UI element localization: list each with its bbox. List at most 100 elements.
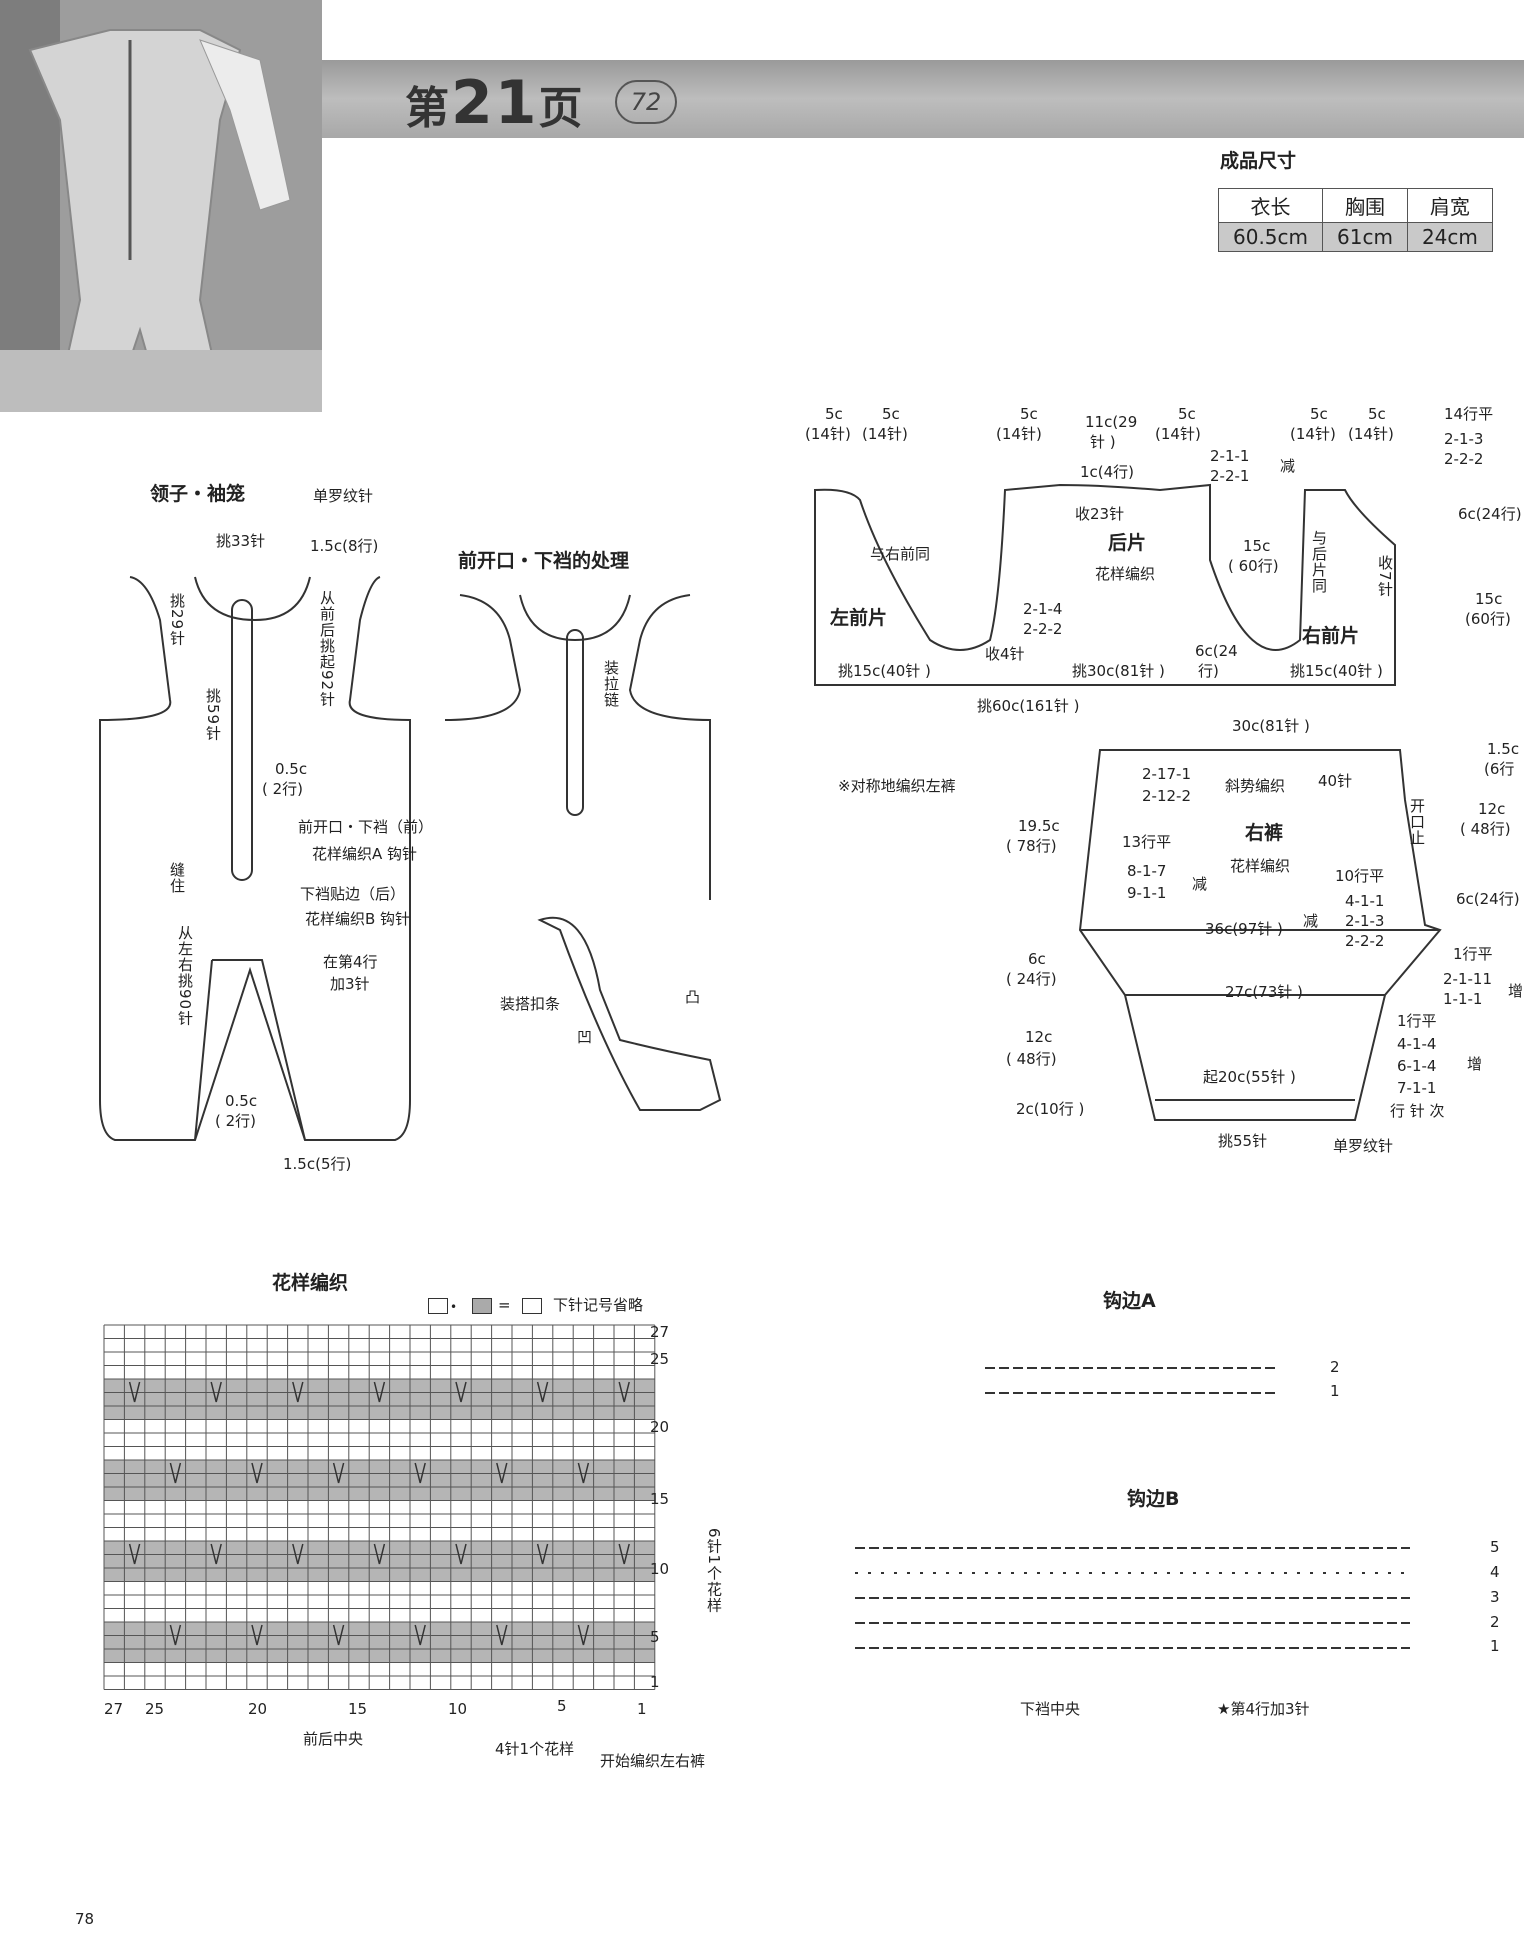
dim-top-8: 针 ) [1090, 433, 1116, 451]
zipper-section-title: 前开口・下裆的处理 [458, 550, 630, 572]
dim-top-7: 11c(29 [1085, 413, 1138, 431]
slip-stitch-symbol [414, 1624, 426, 1646]
chart-row-5: 5 [650, 1628, 660, 1646]
label-zipper: 装拉链 [602, 660, 620, 708]
label-h2c: 2c(10行 ) [1016, 1100, 1085, 1118]
edging-b-row-3-label: 3 [1490, 1588, 1500, 1606]
label-pick30: 挑30c(81针 ) [1072, 662, 1165, 680]
label-h24: ( 24行) [1006, 970, 1057, 988]
romper-crotch-left [194, 959, 213, 1141]
slip-stitch-symbol [292, 1381, 304, 1403]
label-h48: ( 48行) [1006, 1050, 1057, 1068]
slip-stitch-symbol [251, 1624, 263, 1646]
legend-equals: = [498, 1296, 511, 1314]
dim-top-9: 5c [1178, 405, 1196, 423]
label-flat1b: 1行平 [1397, 1012, 1437, 1030]
label-b-0-5c: 0.5c [225, 1092, 258, 1110]
slip-stitch-symbol [577, 1462, 590, 1484]
label-d2a: 2-1-3 [1345, 912, 1385, 930]
zip-romper-outline [444, 594, 711, 900]
dim-top-14: (14针) [1348, 425, 1394, 443]
label-r14: 14行平 [1444, 405, 1494, 423]
slip-stitch-symbol [618, 1543, 630, 1565]
slip-stitch-symbol [128, 1381, 141, 1403]
label-inc-2: 增 [1467, 1055, 1483, 1073]
label-r-1-5c: 1.5c [1487, 740, 1520, 758]
size-table-title: 成品尺寸 [1220, 150, 1297, 172]
slip-stitch-symbol [332, 1462, 345, 1484]
slip-stitch-symbol [536, 1543, 549, 1565]
slip-stitch-symbol [373, 1543, 386, 1565]
label-s8: 8-1-7 [1127, 862, 1167, 880]
label-h12c: 12c [1025, 1028, 1053, 1046]
label-r1-5c8: 1.5c(8行) [310, 537, 379, 555]
chart-row-25: 25 [650, 1350, 670, 1368]
label-w-row: 行) [1198, 662, 1219, 680]
size-table-value-row: 60.5cm 61cm 24cm [1217, 222, 1493, 252]
slip-stitch-symbol [414, 1462, 426, 1484]
label-same-as-back: 与后片同 [1310, 530, 1328, 594]
chart-col-20: 20 [248, 1700, 268, 1718]
slip-stitch-symbol [536, 1381, 549, 1403]
chart-col-5: 5 [557, 1697, 567, 1715]
label-r-6c24: 6c(24行) [1456, 890, 1520, 908]
label-dec: 减 [1280, 457, 1296, 475]
label-order: 行 针 次 [1390, 1102, 1445, 1120]
label-h78: ( 78行) [1006, 837, 1057, 855]
label-pick59: 挑59针 [204, 688, 222, 742]
label-flat13: 13行平 [1122, 833, 1172, 851]
label-snap-strip: 装搭扣条 [500, 995, 561, 1013]
label-add3: 加3针 [330, 975, 370, 993]
slip-stitch-symbol [128, 1543, 141, 1565]
edging-b-row-2-label: 2 [1490, 1613, 1500, 1631]
chart-col-1: 1 [637, 1700, 647, 1718]
label-right-front: 右前片 [1302, 625, 1360, 647]
chart-col-27: 27 [104, 1700, 124, 1718]
label-slant: 斜势编织 [1225, 777, 1286, 795]
label-r-6: (6行 [1484, 760, 1515, 778]
label-pick55: 挑55针 [1218, 1132, 1268, 1150]
label-w36: 36c(97针 ) [1205, 920, 1283, 938]
collar-section-subtitle: 单罗纹针 [313, 487, 374, 505]
slip-stitch-symbol [496, 1624, 508, 1646]
label-right-60: (60行) [1465, 610, 1511, 628]
label-concave: 凹 [577, 1028, 593, 1046]
dim-top-11: 5c [1310, 405, 1328, 423]
slip-stitch-symbol [618, 1381, 630, 1403]
label-w30: 30c(81针 ) [1232, 717, 1310, 735]
label-pick15-left: 挑15c(40针 ) [838, 662, 931, 680]
body-piece-outline [814, 483, 1396, 686]
label-d2b: 2-2-2 [1345, 932, 1385, 950]
label-r14-s2: 2-2-2 [1444, 450, 1484, 468]
label-left-front: 左前片 [830, 607, 888, 629]
label-dec4: 收4针 [985, 645, 1025, 663]
label-mid-seq-2: 2-2-2 [1023, 620, 1063, 638]
label-d4: 4-1-1 [1345, 892, 1385, 910]
label-from-lr: 从左右挑90针 [176, 925, 194, 1027]
slip-stitch-symbol [455, 1543, 467, 1565]
size-value-chest: 61cm [1322, 222, 1408, 252]
chart-row-10: 10 [650, 1560, 670, 1578]
label-r-48: ( 48行) [1460, 820, 1511, 838]
page-number: 78 [75, 1910, 95, 1928]
label-h6c24: 6c(24行) [1458, 505, 1522, 523]
heading-prefix: 第 [405, 83, 451, 134]
label-row1c4: 1c(4行) [1080, 463, 1135, 481]
slip-stitch-symbol [373, 1381, 386, 1403]
label-same-as-right-front: 与右前同 [870, 545, 931, 563]
edging-a-title: 钩边A [1103, 1290, 1156, 1312]
romper-crotch-right [212, 959, 306, 1141]
label-2row: ( 2行) [262, 780, 304, 798]
romper-front-opening [231, 599, 253, 881]
size-header-chest: 胸围 [1322, 188, 1408, 223]
edging-a-row-1-label: 1 [1330, 1382, 1340, 1400]
label-front-opening: 前开口・下裆（前） [298, 818, 434, 836]
label-back-pattern: 花样编织 [1095, 565, 1156, 583]
edging-b-row-4-label: 4 [1490, 1563, 1500, 1581]
dim-top-1: 5c [825, 405, 843, 423]
dim-top-12: (14针) [1290, 425, 1336, 443]
label-i4: 4-1-4 [1397, 1035, 1437, 1053]
slip-stitch-symbol [455, 1381, 467, 1403]
label-w27: 27c(73针 ) [1225, 983, 1303, 1001]
chart-row-27: 27 [650, 1323, 670, 1341]
